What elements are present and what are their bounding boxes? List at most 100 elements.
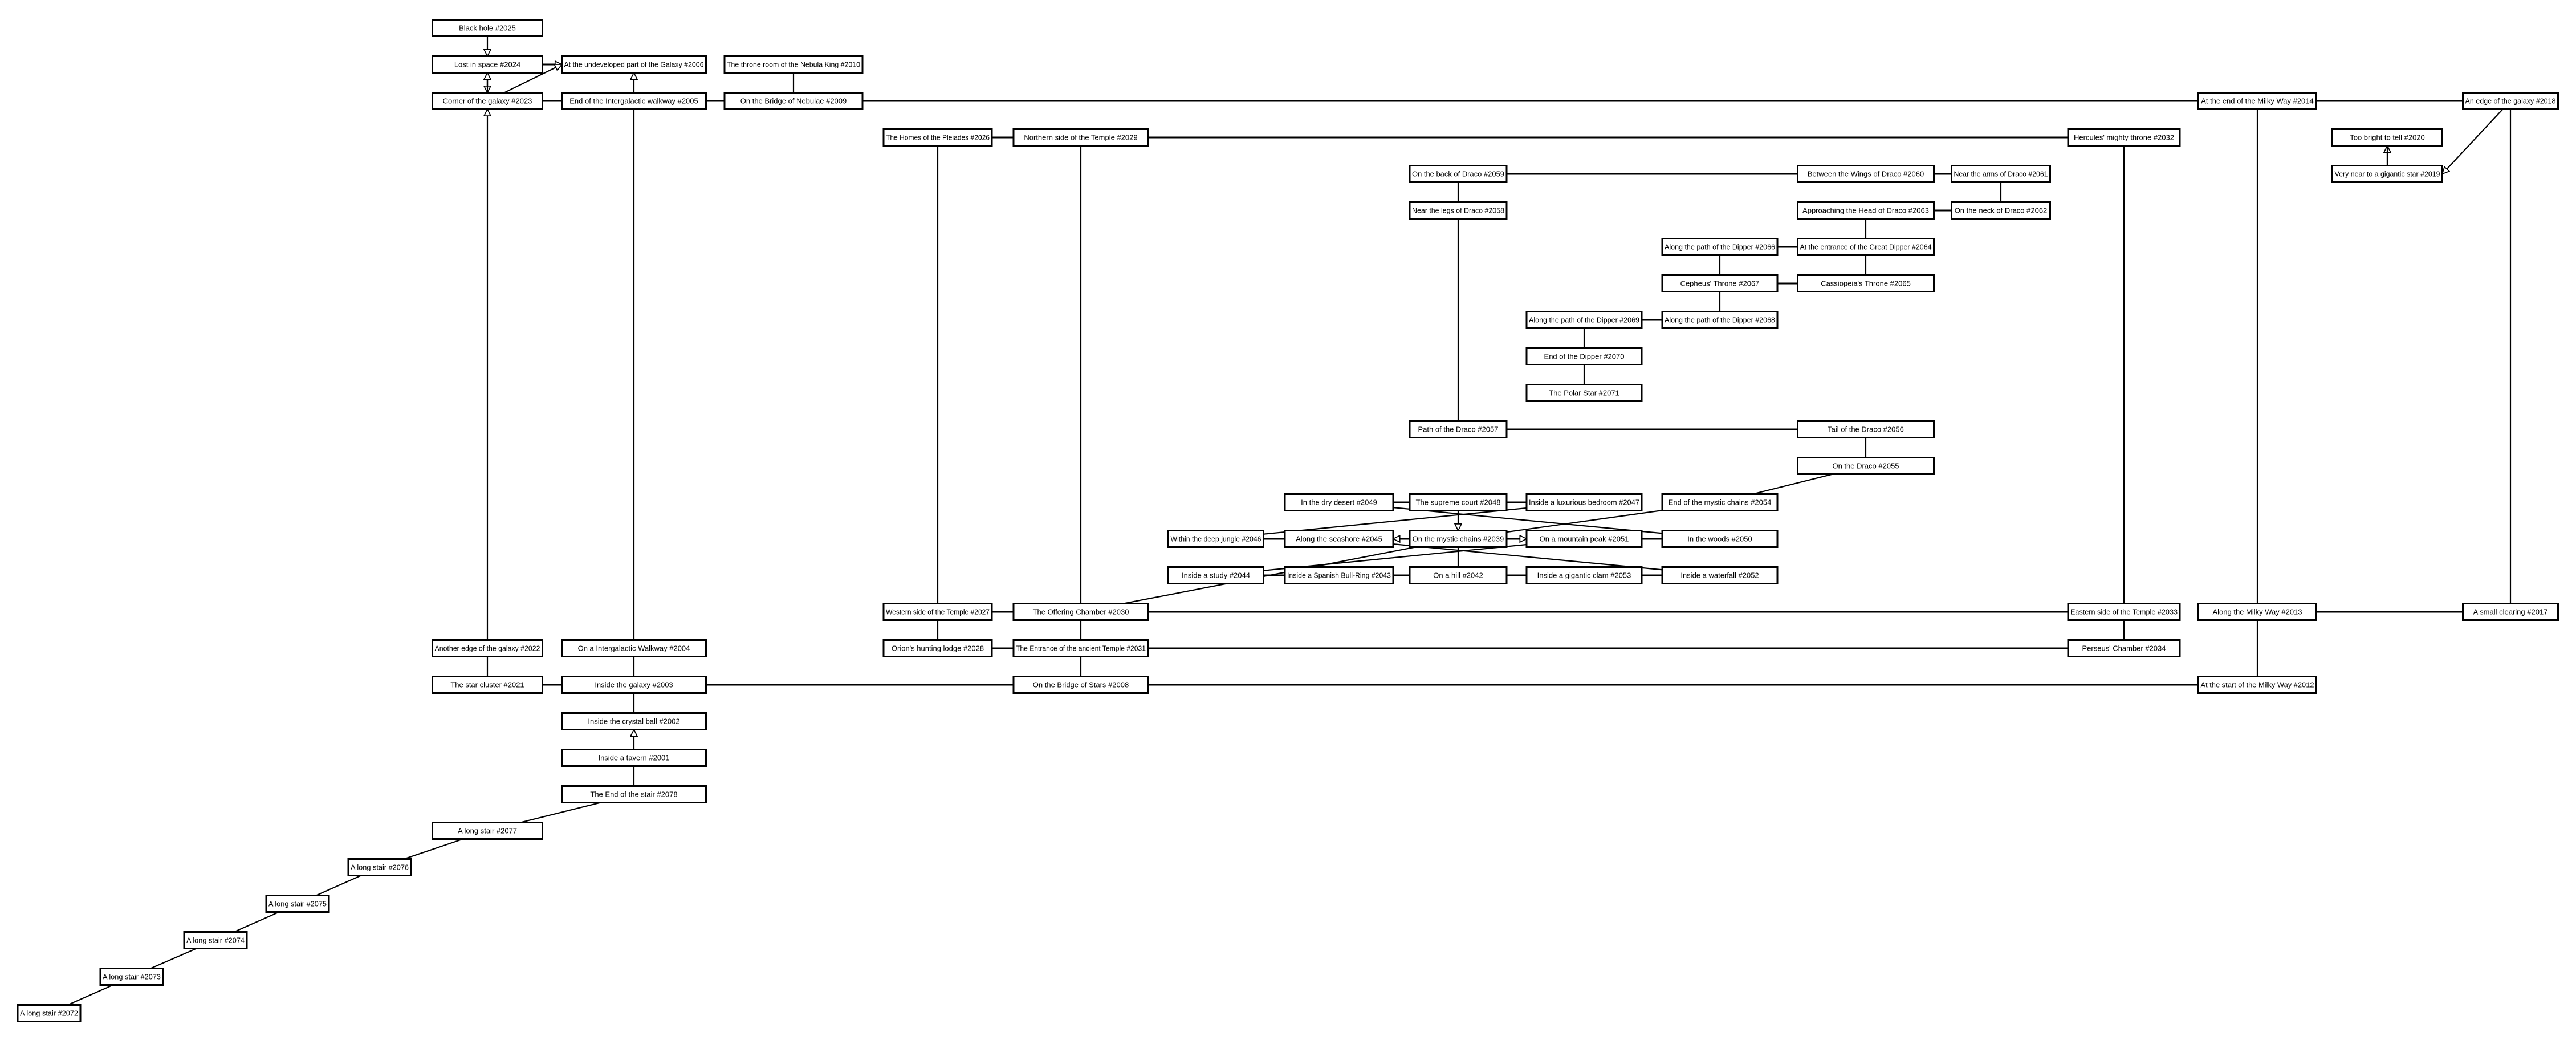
room-box — [561, 785, 707, 803]
room-node-2009[interactable]: On the Bridge of Nebulae #2009 — [723, 92, 864, 110]
room-node-2077[interactable]: A long stair #2077 — [432, 822, 543, 840]
room-label: Northern side of the Temple #2029 — [1024, 133, 1137, 142]
room-node-2031[interactable]: The Entrance of the ancient Temple #2031 — [1012, 639, 1149, 657]
room-label: A long stair #2076 — [351, 863, 409, 872]
room-box — [1525, 311, 1643, 329]
room-node-2055[interactable]: On the Draco #2055 — [1797, 457, 1935, 475]
room-node-2045[interactable]: Along the seashore #2045 — [1284, 530, 1394, 548]
room-node-2043[interactable]: Inside a Spanish Bull-Ring #2043 — [1284, 566, 1394, 584]
room-box — [1525, 347, 1643, 365]
room-node-2019[interactable]: Very near to a gigantic star #2019 — [2331, 165, 2443, 183]
room-node-2001[interactable]: Inside a tavern #2001 — [561, 749, 707, 767]
room-node-2076[interactable]: A long stair #2076 — [347, 858, 412, 876]
room-node-2053[interactable]: Inside a gigantic clam #2053 — [1525, 566, 1643, 584]
room-box — [2462, 92, 2559, 110]
room-node-2051[interactable]: On a mountain peak #2051 — [1525, 530, 1643, 548]
room-node-2056[interactable]: Tail of the Draco #2056 — [1797, 420, 1935, 438]
room-node-2018[interactable]: An edge of the galaxy #2018 — [2462, 92, 2559, 110]
room-node-2062[interactable]: On the neck of Draco #2062 — [1951, 201, 2051, 220]
room-node-2028[interactable]: Orion's hunting lodge #2028 — [882, 639, 993, 657]
room-node-2032[interactable]: Hercules' mighty throne #2032 — [2067, 128, 2181, 147]
room-node-2067[interactable]: Cepheus' Throne #2067 — [1661, 274, 1779, 292]
room-node-2020[interactable]: Too bright to tell #2020 — [2331, 128, 2443, 147]
room-box — [2197, 676, 2317, 694]
room-box — [2197, 92, 2317, 110]
room-node-2039[interactable]: On the mystic chains #2039 — [1409, 530, 1508, 548]
room-node-2059[interactable]: On the back of Draco #2059 — [1409, 165, 1508, 183]
room-node-2047[interactable]: Inside a luxurious bedroom #2047 — [1525, 493, 1643, 511]
room-node-2058[interactable]: Near the legs of Draco #2058 — [1409, 201, 1508, 220]
room-node-2004[interactable]: On a Intergalactic Walkway #2004 — [561, 639, 707, 657]
room-node-2050[interactable]: In the woods #2050 — [1661, 530, 1779, 548]
room-label: On the neck of Draco #2062 — [1955, 206, 2048, 215]
room-label: On a mountain peak #2051 — [1540, 535, 1629, 543]
room-node-2070[interactable]: End of the Dipper #2070 — [1525, 347, 1643, 365]
room-node-2054[interactable]: End of the mystic chains #2054 — [1661, 493, 1779, 511]
room-node-2026[interactable]: The Homes of the Pleiades #2026 — [882, 128, 993, 147]
room-node-2064[interactable]: At the entrance of the Great Dipper #206… — [1797, 238, 1935, 256]
room-node-2074[interactable]: A long stair #2074 — [183, 931, 248, 949]
room-box — [1661, 530, 1779, 548]
room-label: Inside the crystal ball #2002 — [588, 717, 679, 726]
room-node-2029[interactable]: Northern side of the Temple #2029 — [1012, 128, 1149, 147]
room-node-2010[interactable]: The throne room of the Nebula King #2010 — [723, 55, 864, 74]
room-node-2073[interactable]: A long stair #2073 — [99, 968, 164, 986]
room-node-2023[interactable]: Corner of the galaxy #2023 — [432, 92, 543, 110]
room-box — [1012, 639, 1149, 657]
room-node-2065[interactable]: Cassiopeia's Throne #2065 — [1797, 274, 1935, 292]
room-node-2069[interactable]: Along the path of the Dipper #2069 — [1525, 311, 1643, 329]
room-node-2078[interactable]: The End of the stair #2078 — [561, 785, 707, 803]
room-node-2075[interactable]: A long stair #2075 — [265, 895, 330, 913]
room-node-2052[interactable]: Inside a waterfall #2052 — [1661, 566, 1779, 584]
room-node-2072[interactable]: A long stair #2072 — [17, 1004, 82, 1022]
room-label: On the back of Draco #2059 — [1412, 170, 1504, 178]
room-label: At the entrance of the Great Dipper #206… — [1800, 243, 1932, 251]
room-node-2008[interactable]: On the Bridge of Stars #2008 — [1012, 676, 1149, 694]
room-box — [183, 931, 248, 949]
room-node-2025[interactable]: Black hole #2025 — [432, 19, 543, 37]
room-node-2068[interactable]: Along the path of the Dipper #2068 — [1661, 311, 1779, 329]
room-node-2024[interactable]: Lost in space #2024 — [432, 55, 543, 74]
room-label: A long stair #2075 — [268, 900, 327, 908]
room-node-2027[interactable]: Western side of the Temple #2027 — [882, 603, 993, 621]
room-node-2057[interactable]: Path of the Draco #2057 — [1409, 420, 1508, 438]
room-node-2049[interactable]: In the dry desert #2049 — [1284, 493, 1394, 511]
room-node-2066[interactable]: Along the path of the Dipper #2066 — [1661, 238, 1779, 256]
room-node-2048[interactable]: The supreme court #2048 — [1409, 493, 1508, 511]
room-node-2003[interactable]: Inside the galaxy #2003 — [561, 676, 707, 694]
room-node-2060[interactable]: Between the Wings of Draco #2060 — [1797, 165, 1935, 183]
room-node-2005[interactable]: End of the Intergalactic walkway #2005 — [561, 92, 707, 110]
room-node-2063[interactable]: Approaching the Head of Draco #2063 — [1797, 201, 1935, 220]
connection-2044-2051 — [1215, 538, 1585, 576]
room-box — [17, 1004, 82, 1022]
room-box — [1525, 530, 1643, 548]
room-node-2044[interactable]: Inside a study #2044 — [1167, 566, 1264, 584]
room-label: The star cluster #2021 — [450, 681, 524, 689]
connections-layer — [48, 28, 2512, 1014]
room-node-2061[interactable]: Near the arms of Draco #2061 — [1951, 165, 2051, 183]
room-node-2021[interactable]: The star cluster #2021 — [432, 676, 543, 694]
room-label: The Entrance of the ancient Temple #2031 — [1016, 644, 1146, 653]
room-node-2012[interactable]: At the start of the Milky Way #2012 — [2197, 676, 2317, 694]
room-label: At the undeveloped part of the Galaxy #2… — [564, 60, 704, 69]
room-node-2002[interactable]: Inside the crystal ball #2002 — [561, 712, 707, 730]
room-box — [1284, 530, 1394, 548]
room-node-2030[interactable]: The Offering Chamber #2030 — [1012, 603, 1149, 621]
room-node-2006[interactable]: At the undeveloped part of the Galaxy #2… — [561, 55, 707, 74]
room-node-2071[interactable]: The Polar Star #2071 — [1525, 384, 1643, 402]
room-label: On the Draco #2055 — [1832, 462, 1899, 470]
room-node-2014[interactable]: At the end of the Milky Way #2014 — [2197, 92, 2317, 110]
room-label: The throne room of the Nebula King #2010 — [727, 60, 860, 69]
room-node-2034[interactable]: Perseus' Chamber #2034 — [2067, 639, 2181, 657]
room-node-2022[interactable]: Another edge of the galaxy #2022 — [432, 639, 543, 657]
connection-2045-2052 — [1338, 538, 1720, 576]
room-node-2042[interactable]: On a hill #2042 — [1409, 566, 1508, 584]
room-node-2017[interactable]: A small clearing #2017 — [2462, 603, 2559, 621]
room-node-2033[interactable]: Eastern side of the Temple #2033 — [2067, 603, 2181, 621]
room-node-2013[interactable]: Along the Milky Way #2013 — [2197, 603, 2317, 621]
room-box — [432, 92, 543, 110]
room-box — [723, 92, 864, 110]
room-node-2046[interactable]: Within the deep jungle #2046 — [1167, 530, 1264, 548]
room-label: At the start of the Milky Way #2012 — [2201, 681, 2314, 689]
room-label: Along the seashore #2045 — [1296, 535, 1382, 543]
